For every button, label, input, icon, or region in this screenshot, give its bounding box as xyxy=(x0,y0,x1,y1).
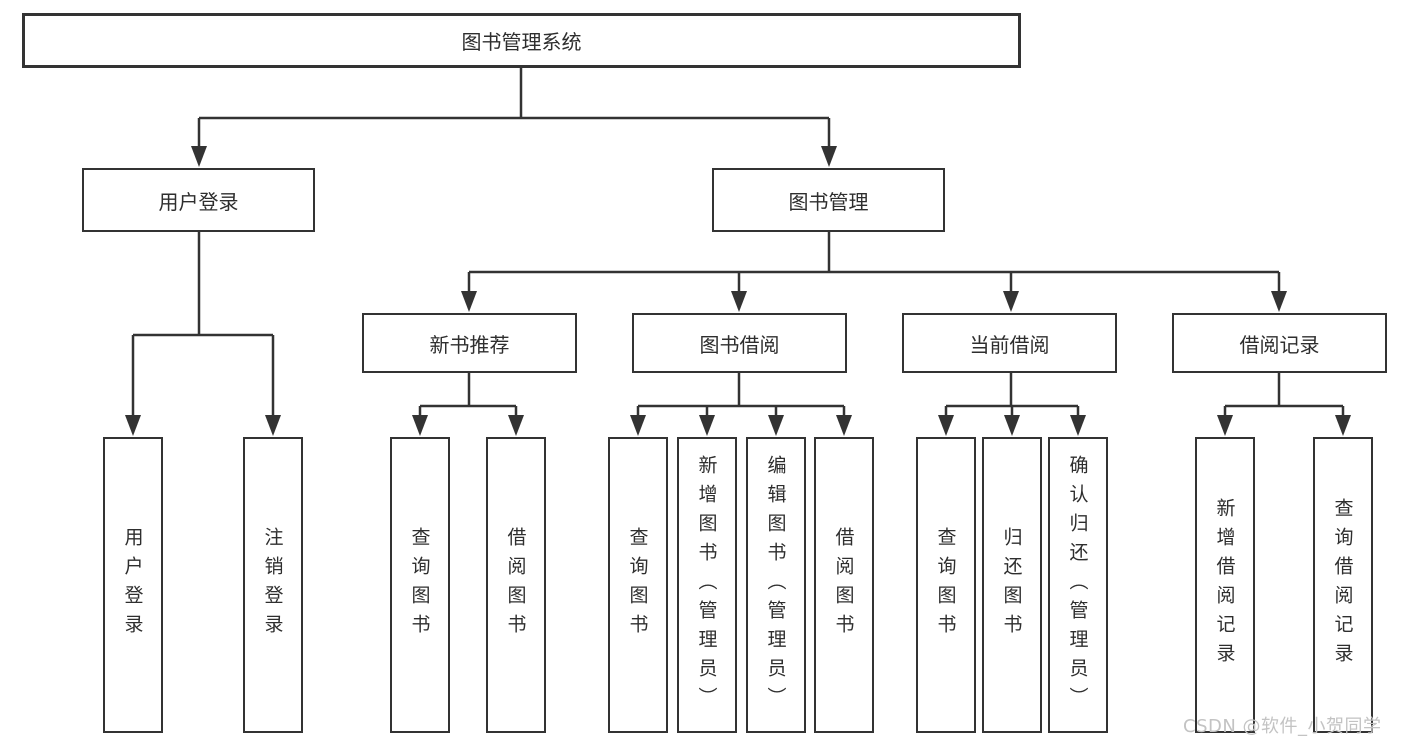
node-user-login-group: 用户登录 xyxy=(82,168,315,232)
node-leaf-logout: 注销登录 xyxy=(243,437,303,733)
node-leaf-query-books-borrowing: 查询图书 xyxy=(608,437,668,733)
arrowhead-down-icon xyxy=(1004,415,1020,436)
node-new-book-recommendation: 新书推荐 xyxy=(362,313,577,373)
arrowhead-down-icon xyxy=(699,415,715,436)
arrowhead-down-icon xyxy=(1003,291,1019,312)
arrowhead-down-icon xyxy=(1335,415,1351,436)
arrowhead-down-icon xyxy=(265,415,281,436)
arrowhead-down-icon xyxy=(938,415,954,436)
arrowhead-down-icon xyxy=(630,415,646,436)
csdn-watermark: CSDN @软件_小贺同学 xyxy=(1183,716,1382,737)
node-leaf-edit-books-admin: 编辑图书（管理员） xyxy=(746,437,806,733)
node-borrowing-records: 借阅记录 xyxy=(1172,313,1387,373)
node-leaf-confirm-return-admin: 确认归还（管理员） xyxy=(1048,437,1108,733)
node-leaf-borrow-books: 借阅图书 xyxy=(814,437,874,733)
node-leaf-query-books-recommend: 查询图书 xyxy=(390,437,450,733)
node-library-management-system: 图书管理系统 xyxy=(22,13,1021,68)
arrowhead-down-icon xyxy=(1070,415,1086,436)
arrowhead-down-icon xyxy=(731,291,747,312)
arrowhead-down-icon xyxy=(461,291,477,312)
arrowhead-down-icon xyxy=(768,415,784,436)
arrowhead-down-icon xyxy=(412,415,428,436)
node-current-borrowing: 当前借阅 xyxy=(902,313,1117,373)
node-leaf-return-books: 归还图书 xyxy=(982,437,1042,733)
node-leaf-add-borrow-record: 新增借阅记录 xyxy=(1195,437,1255,733)
node-leaf-borrow-books-recommend: 借阅图书 xyxy=(486,437,546,733)
node-leaf-query-books-current: 查询图书 xyxy=(916,437,976,733)
arrowhead-down-icon xyxy=(836,415,852,436)
arrowhead-down-icon xyxy=(821,146,837,167)
node-book-borrowing: 图书借阅 xyxy=(632,313,847,373)
arrowhead-down-icon xyxy=(1217,415,1233,436)
arrowhead-down-icon xyxy=(125,415,141,436)
arrowhead-down-icon xyxy=(191,146,207,167)
node-book-management: 图书管理 xyxy=(712,168,945,232)
node-leaf-user-login: 用户登录 xyxy=(103,437,163,733)
arrowhead-down-icon xyxy=(1271,291,1287,312)
node-leaf-add-books-admin: 新增图书（管理员） xyxy=(677,437,737,733)
node-leaf-query-borrow-record: 查询借阅记录 xyxy=(1313,437,1373,733)
arrowhead-down-icon xyxy=(508,415,524,436)
